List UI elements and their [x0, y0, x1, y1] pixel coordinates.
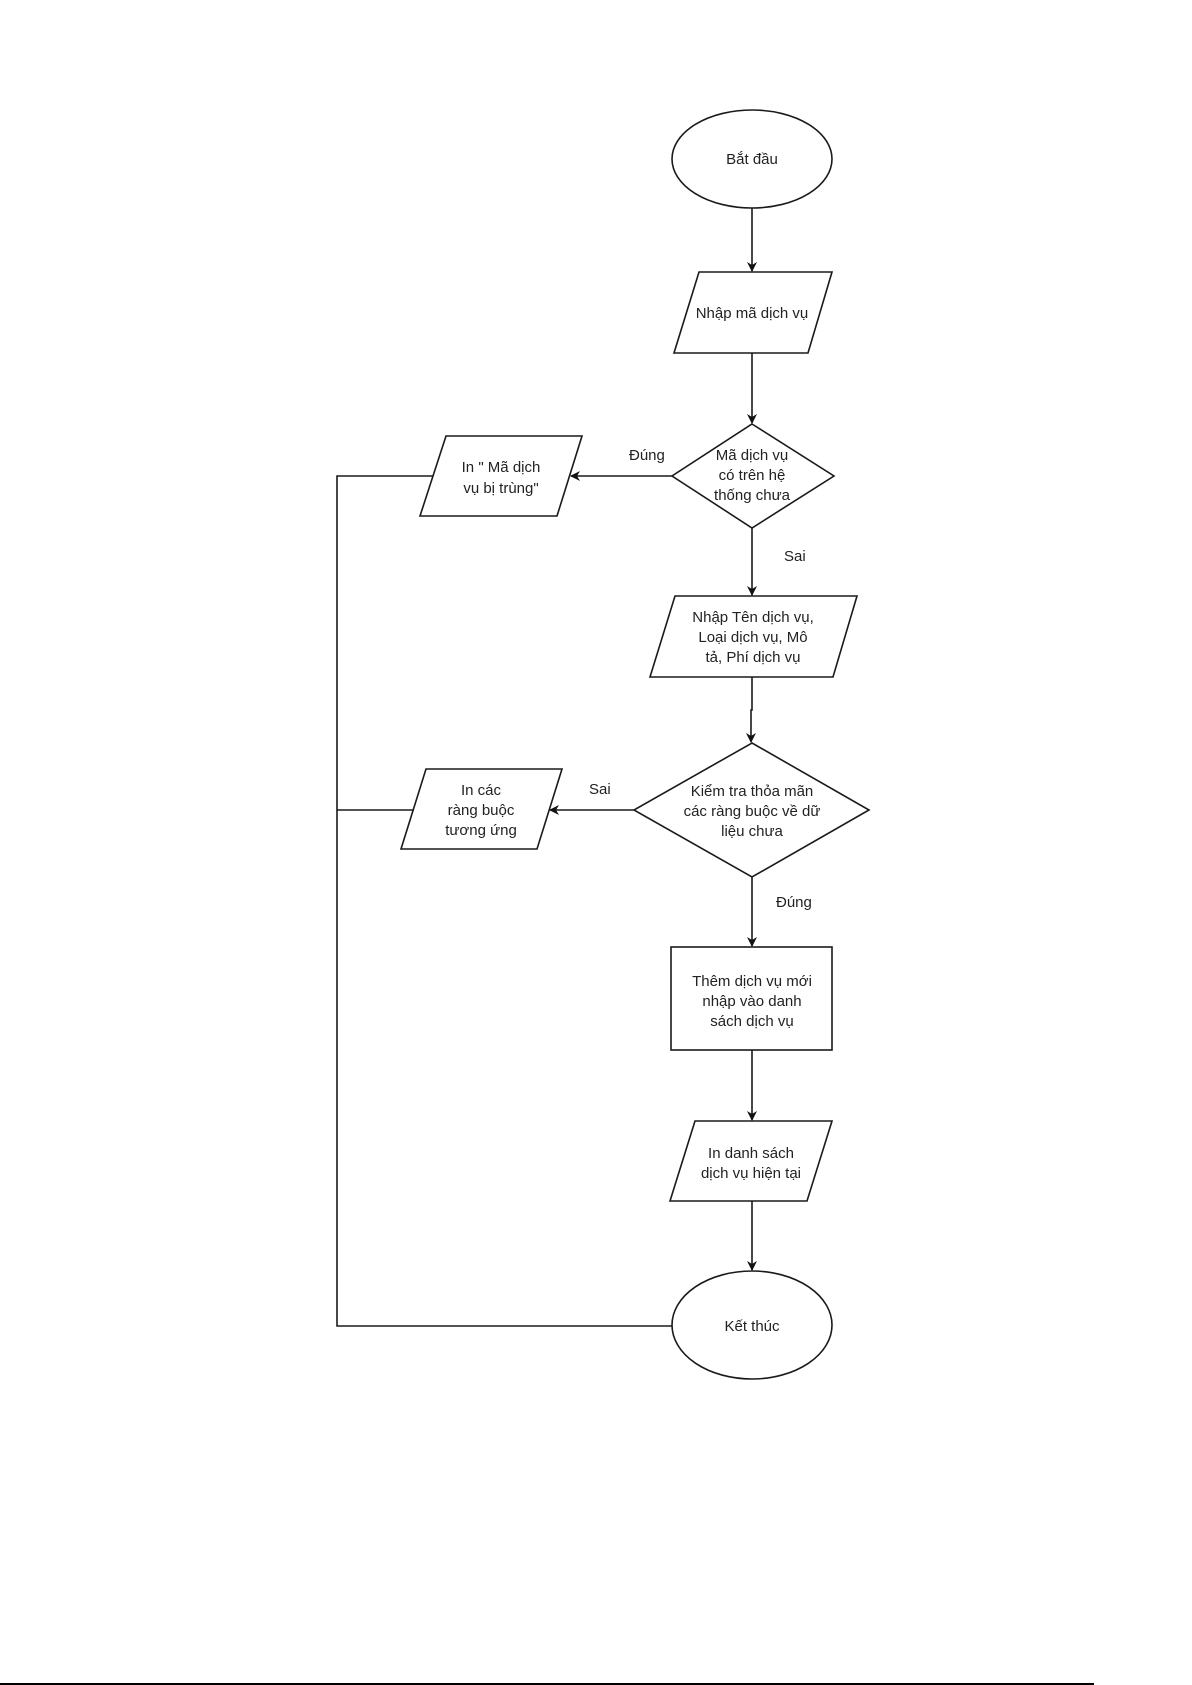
node-check-constraints-text-1: các ràng buộc về dữ — [684, 803, 821, 820]
node-input-code: Nhập mã dịch vụ — [672, 271, 834, 354]
edges — [336, 208, 757, 1327]
node-print-list-text-0: In danh sách — [708, 1145, 794, 1162]
node-print-duplicate: In " Mã dịch vụ bị trùng" — [418, 435, 584, 517]
node-add-service-text-0: Thêm dịch vụ mới — [692, 973, 812, 990]
io-shape — [648, 595, 859, 678]
node-print-duplicate-text-1: vụ bị trùng" — [463, 480, 538, 497]
node-end-text-0: Kết thúc — [724, 1318, 780, 1335]
io-shape — [399, 768, 564, 850]
node-print-list-text-1: dịch vụ hiện tại — [701, 1165, 801, 1182]
io-shape — [418, 435, 584, 517]
node-print-constraints-text-1: ràng buộc — [448, 802, 515, 819]
decision-shape — [670, 423, 836, 529]
node-check-exists-text-0: Mã dịch vụ — [716, 447, 789, 464]
terminator-shape — [671, 1270, 833, 1380]
io-shape — [668, 1120, 834, 1202]
node-start-text-0: Bắt đầu — [726, 151, 778, 168]
edge-print-duplicate-to-end — [336, 475, 674, 1327]
node-check-constraints-text-0: Kiểm tra thỏa mãn — [691, 783, 814, 800]
node-add-service-text-2: sách dịch vụ — [710, 1013, 793, 1030]
node-start: Bắt đầu — [671, 109, 833, 209]
node-check-constraints: Kiểm tra thỏa mãn các ràng buộc về dữ li… — [632, 742, 871, 878]
node-input-details: Nhập Tên dịch vụ, Loại dịch vụ, Mô tả, P… — [648, 595, 859, 678]
node-check-constraints-text-2: liệu chưa — [721, 823, 783, 840]
node-end: Kết thúc — [671, 1270, 833, 1380]
node-check-exists: Mã dịch vụ có trên hệ thống chưa — [670, 423, 836, 529]
node-print-duplicate-text-0: In " Mã dịch — [462, 459, 541, 476]
node-print-constraints: In các ràng buộc tương ứng — [399, 768, 564, 850]
decision-shape — [632, 742, 871, 878]
terminator-shape — [671, 109, 833, 209]
node-input-details-text-2: tả, Phí dịch vụ — [705, 649, 800, 666]
edge-label-yes-2: Đúng — [776, 894, 812, 911]
edge-label-no-1: Sai — [784, 548, 806, 565]
node-print-constraints-text-2: tương ứng — [445, 822, 517, 839]
edge-input-details-to-check-constraints — [746, 677, 756, 743]
edge-label-no-2: Sai — [589, 781, 611, 798]
node-print-constraints-text-0: In các — [461, 782, 502, 799]
page-bottom-rule — [0, 1683, 1094, 1685]
io-shape — [672, 271, 834, 354]
node-check-exists-text-2: thống chưa — [714, 487, 791, 504]
process-shape — [670, 946, 833, 1051]
node-input-details-text-0: Nhập Tên dịch vụ, — [692, 609, 813, 626]
node-add-service-text-1: nhập vào danh — [702, 993, 801, 1010]
edge-label-yes-1: Đúng — [629, 447, 665, 464]
node-input-details-text-1: Loại dịch vụ, Mô — [698, 629, 807, 646]
node-check-exists-text-1: có trên hệ — [719, 467, 786, 484]
node-input-code-text-0: Nhập mã dịch vụ — [696, 305, 809, 322]
node-print-list: In danh sách dịch vụ hiện tại — [668, 1120, 834, 1202]
node-add-service: Thêm dịch vụ mới nhập vào danh sách dịch… — [670, 946, 833, 1051]
